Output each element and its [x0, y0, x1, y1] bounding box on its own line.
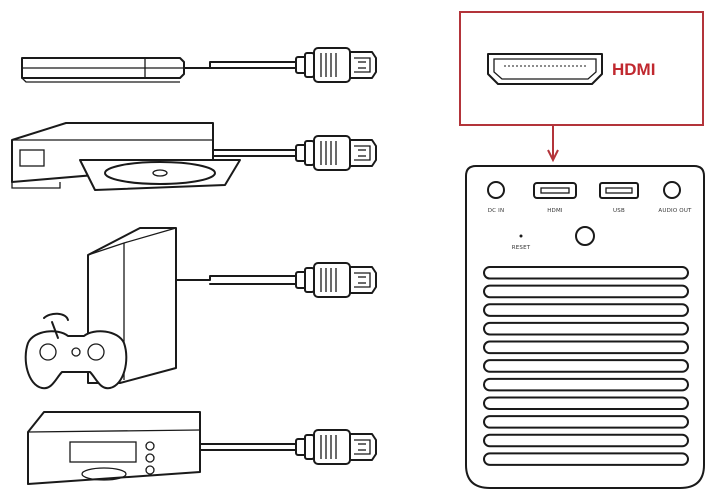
vent-slot [483, 377, 689, 392]
hdmi-plug-1 [295, 47, 377, 83]
vent-slot [483, 321, 689, 336]
hdmi-callout: HDMI [459, 11, 704, 163]
tv-stick-device [21, 57, 185, 83]
vent-slot [483, 396, 689, 411]
hdmi-plug-2 [295, 135, 377, 171]
callout-frame [459, 11, 704, 126]
vent-grille [483, 266, 689, 466]
dc-in-label: DC IN [488, 208, 505, 214]
audio-out-label: AUDIO OUT [658, 208, 692, 214]
vent-slot [483, 303, 689, 317]
reset-button: RESET [512, 226, 595, 251]
console-cable [175, 275, 297, 285]
hdmi-port-label: HDMI [547, 208, 563, 214]
reset-knob-icon [575, 226, 595, 246]
set-top-box-device [27, 411, 201, 485]
dvd-player-device [11, 122, 241, 191]
port-usb: USB [599, 182, 639, 214]
hdmi-callout-label: HDMI [612, 60, 655, 79]
hdmi-plug-3 [295, 262, 377, 298]
vent-slot [483, 266, 689, 280]
vent-slot [483, 433, 689, 448]
usb-port-label: USB [613, 208, 625, 214]
port-audio-out: AUDIO OUT [658, 181, 692, 214]
vent-slot [483, 415, 689, 429]
hdmi-port-icon [487, 53, 603, 85]
vent-slot [483, 452, 689, 466]
vent-slot [483, 340, 689, 355]
reset-label: RESET [512, 245, 531, 251]
vent-slot [483, 359, 689, 373]
port-dc-in: DC IN [487, 181, 505, 214]
set-top-box-cable [199, 443, 297, 451]
tv-stick-cable [183, 61, 297, 69]
hdmi-plug-4 [295, 429, 377, 465]
vent-slot [483, 284, 689, 299]
game-controller-icon [24, 312, 128, 390]
port-hdmi: HDMI [533, 182, 577, 214]
dvd-cable [212, 149, 297, 157]
